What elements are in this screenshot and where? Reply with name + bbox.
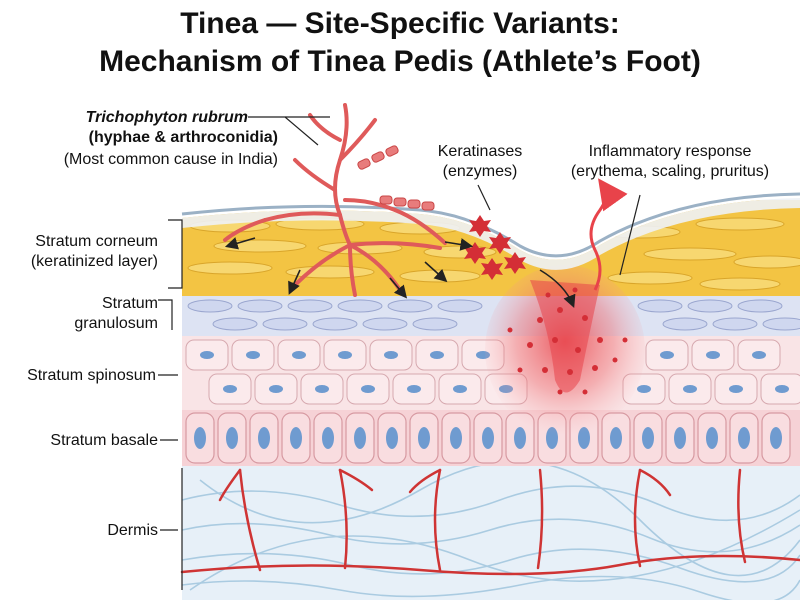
- dermis-label: Dermis: [107, 522, 158, 539]
- inflammation-label: Inflammatory response: [588, 143, 752, 160]
- page-title-line1: Tinea — Site-Specific Variants:: [180, 7, 620, 40]
- invasion-arrows: [224, 237, 576, 308]
- organism-structures: (hyphae & arthroconidia): [88, 129, 278, 146]
- keratinases-label: Keratinases: [437, 143, 523, 160]
- stratum-spinosum-label: Stratum spinosum: [27, 367, 156, 384]
- dermis-layer: [182, 465, 800, 600]
- inflammatory-cells: [507, 287, 628, 395]
- skin-surface: [181, 192, 800, 258]
- lesion-core: [530, 280, 600, 393]
- stratum-granulosum-sublabel: granulosum: [74, 315, 158, 332]
- stratum-corneum-sublabel: (keratinized layer): [30, 253, 158, 270]
- keratinases-sublabel: (enzymes): [442, 163, 518, 180]
- stratum-basale-label: Stratum basale: [50, 432, 158, 449]
- dermal-blood-vessels: [180, 468, 800, 576]
- basale-nuclei: [194, 427, 782, 449]
- page-title-line2: Mechanism of Tinea Pedis (Athlete’s Foot…: [99, 45, 701, 78]
- inflammation-arrow: [589, 178, 628, 291]
- leader-lines: [158, 116, 641, 590]
- stratum-granulosum-label: Stratum: [101, 295, 158, 312]
- keratinase-enzymes: [464, 215, 526, 280]
- inflammation-sublabel: (erythema, scaling, pruritus): [570, 163, 770, 180]
- arthroconidia: [357, 145, 435, 211]
- organism-note: (Most common cause in India): [63, 151, 278, 168]
- stratum-corneum-label: Stratum corneum: [35, 233, 158, 250]
- organism-name: Trichophyton rubrum: [85, 109, 248, 126]
- granulosum-cells: [187, 299, 800, 331]
